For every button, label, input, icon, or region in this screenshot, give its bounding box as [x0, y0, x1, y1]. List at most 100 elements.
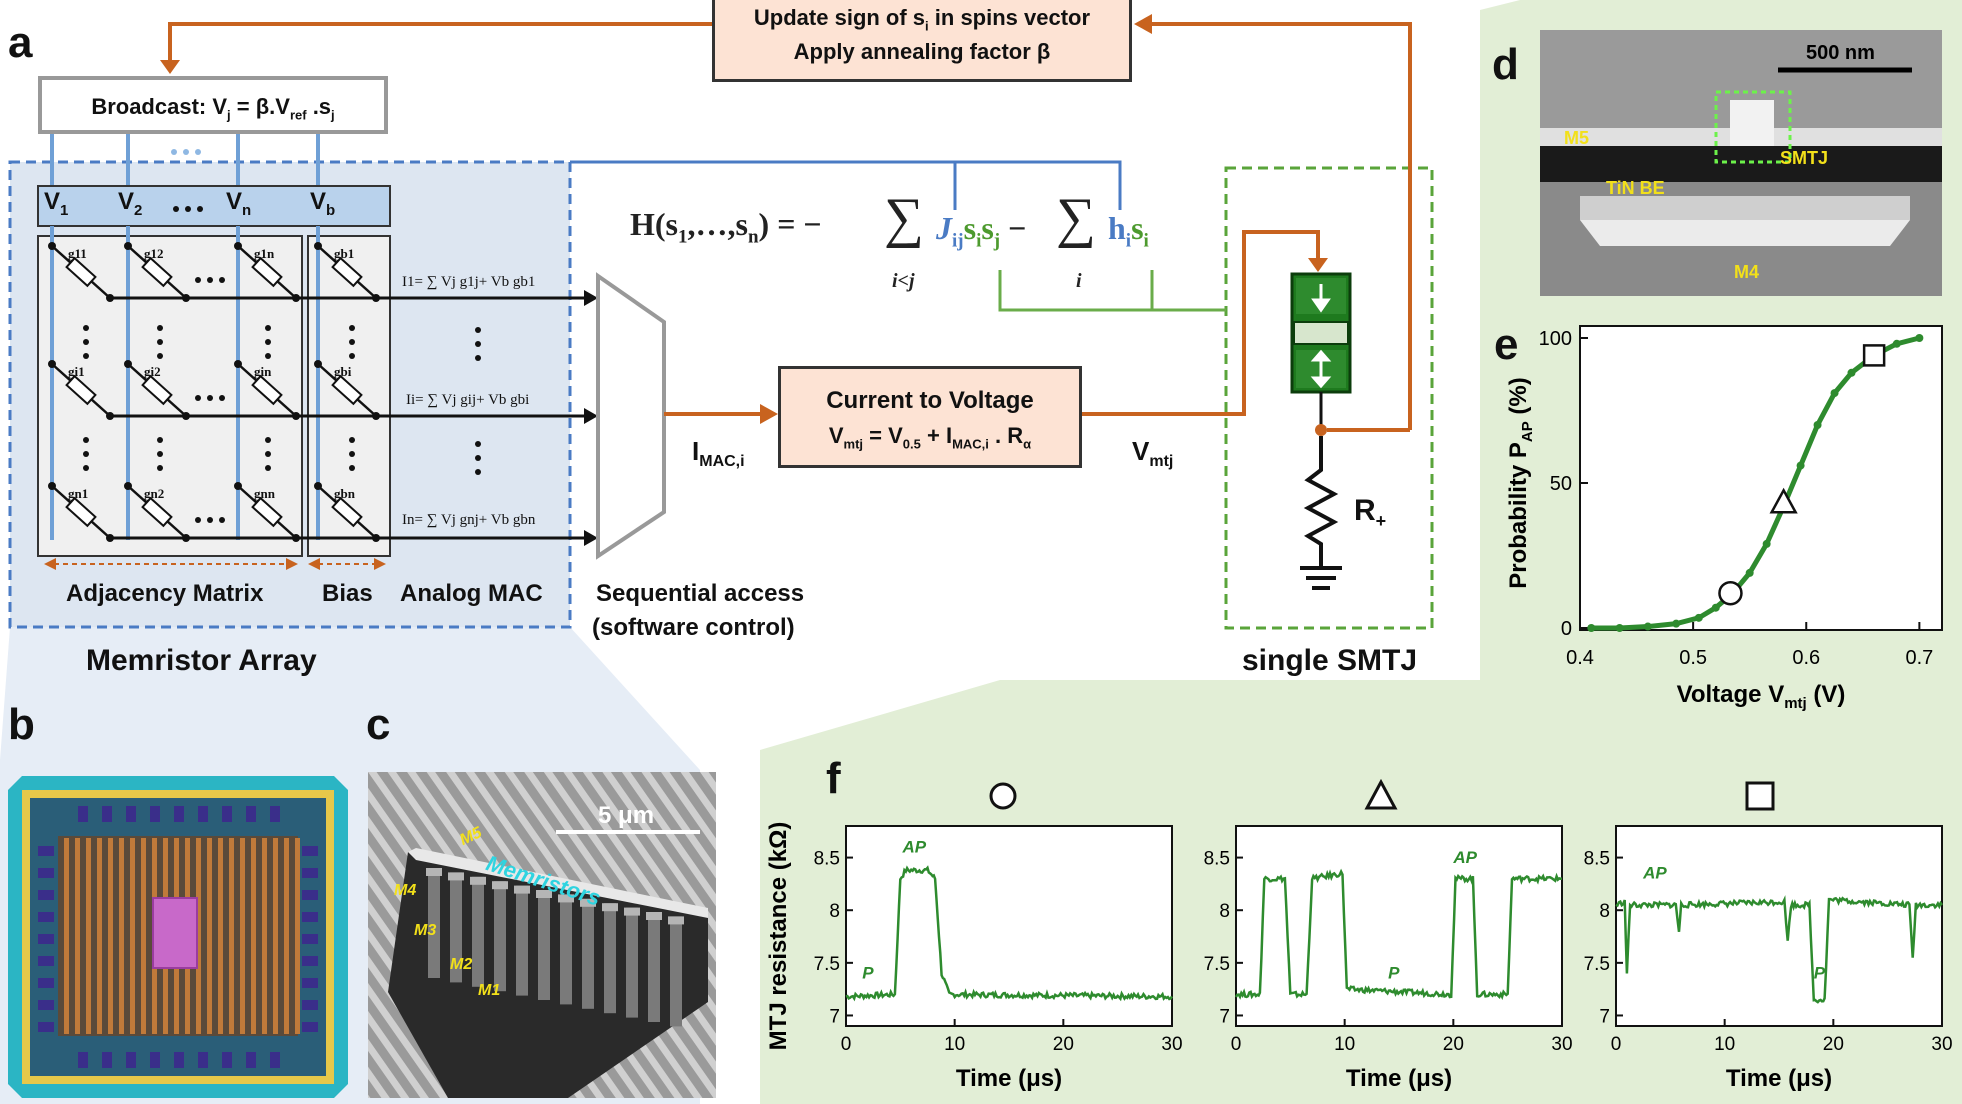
chip-drawing [8, 776, 348, 1098]
conductance-label: gb1 [334, 246, 355, 261]
scale-label-d: 500 nm [1806, 42, 1875, 64]
memristor-array-label: Memristor Array [86, 644, 317, 677]
r-plus-label: R+ [1354, 494, 1387, 531]
smtj-border [1224, 166, 1434, 630]
sum-index-ij: i<j [892, 270, 915, 292]
memristor-node [292, 534, 300, 542]
tem-drawing [1540, 30, 1942, 296]
y-tick-label: 8 [1219, 901, 1230, 922]
conductance-label: gn1 [68, 486, 89, 501]
tem-label-m4: M4 [1734, 262, 1760, 282]
x-axis-label: Voltage Vmtj (V) [1677, 681, 1846, 712]
x-tick-label: 0.6 [1792, 647, 1820, 669]
memristor-node [106, 534, 114, 542]
memristor-body [141, 256, 173, 288]
memristor-body [65, 374, 97, 406]
state-label: P [1388, 964, 1400, 983]
state-label: P [1814, 964, 1826, 983]
conductance-label: gbn [334, 486, 355, 501]
memristor-body [251, 256, 283, 288]
memristor-node [106, 294, 114, 302]
y-tick-label: 50 [1550, 473, 1572, 495]
memristor-node [182, 534, 190, 542]
panel-label-f: f [826, 754, 841, 803]
sequential-access-label: Sequential access [596, 580, 805, 607]
memristor-body [251, 496, 283, 528]
conductance-label: g11 [68, 246, 87, 261]
current-label-n: In= ∑ Vj gnj+ Vb gbn [402, 512, 536, 528]
x-tick-label: 0.7 [1905, 647, 1933, 669]
analog-mac-label: Analog MAC [400, 580, 543, 607]
data-point [1672, 619, 1681, 628]
current-label-i: Ii= ∑ Vj gij+ Vb gbi [406, 392, 530, 408]
vmtj-label: Vmtj [1132, 436, 1174, 471]
memristor-body [331, 256, 363, 288]
coupling-term: Jijsisj − [936, 210, 1027, 252]
c2v-title: Current to Voltage [826, 387, 1034, 414]
imac-label: IMAC,i [692, 436, 745, 471]
tem-label-m5: M5 [1564, 128, 1590, 148]
green-link [998, 270, 1226, 312]
y-tick-label: 0 [1561, 618, 1572, 640]
y-tick-label: 100 [1539, 328, 1572, 350]
layer-m1: M1 [478, 982, 501, 999]
memristor-body [65, 496, 97, 528]
x-axis-label: Time (μs) [1726, 1065, 1832, 1092]
circle-marker-title [989, 782, 1017, 810]
broadcast-wires [50, 134, 320, 186]
software-control-label: (software control) [592, 614, 795, 641]
sum-symbol-2: ∑ [1056, 187, 1096, 249]
feedback-line-left [168, 22, 712, 62]
y-axis-label: Probability PAP (%) [1505, 377, 1536, 589]
triangle-marker [1769, 487, 1798, 514]
chip-micrograph [8, 776, 348, 1098]
imac-arrow-head [760, 404, 778, 424]
y-tick-label: 8.5 [1584, 849, 1610, 870]
layer-m2: M2 [450, 956, 473, 973]
x-tick-label: 20 [1053, 1034, 1074, 1055]
vmtj-arrow-head [1308, 258, 1328, 272]
sem-drawing [368, 772, 716, 1098]
update-box: Update sign of si in spins vector Apply … [712, 0, 1132, 82]
x-tick-label: 0 [1611, 1034, 1622, 1055]
plot-frame [1579, 325, 1943, 631]
panel-label-b: b [8, 700, 35, 749]
y-tick-label: 7.5 [814, 954, 840, 975]
data-point [1587, 624, 1596, 632]
memristor-body [331, 496, 363, 528]
x-tick-label: 10 [1714, 1034, 1735, 1055]
trace-frame [1235, 825, 1563, 1027]
data-point [1813, 421, 1822, 429]
x-tick-label: 10 [944, 1034, 965, 1055]
tem-image: 500 nm M5 SMTJ TiN BE M4 [1540, 30, 1942, 296]
vmtj-line [1082, 230, 1320, 416]
y-tick-label: 7.5 [1204, 954, 1230, 975]
broadcast-text: Broadcast: Vj = β.Vref .sj [91, 94, 335, 123]
y-tick-label: 8.5 [1204, 849, 1230, 870]
layer-m3: M3 [414, 922, 437, 939]
state-label: AP [902, 837, 927, 856]
update-line-2: Apply annealing factor β [793, 39, 1051, 64]
resistor-r-plus [1303, 436, 1339, 566]
update-line-1: Update sign of si in spins vector [753, 5, 1091, 34]
resistance-trace [1615, 895, 1943, 1004]
current-label-1: I1= ∑ Vj g1j+ Vb gb1 [402, 274, 536, 290]
conductance-label: gnn [254, 486, 275, 501]
data-point [1711, 603, 1720, 612]
x-axis-label: Time (μs) [956, 1065, 1062, 1092]
y-tick-label: 7.5 [1584, 954, 1610, 975]
panel-label-a: a [8, 18, 33, 67]
memristor-body [141, 496, 173, 528]
voltage-label-1: V1 [44, 188, 69, 219]
c2v-formula: Vmtj = V0.5 + IMAC,i . Rα [828, 423, 1032, 452]
data-point [1796, 461, 1805, 470]
ground-symbol [1300, 566, 1342, 590]
square-marker-title [1745, 781, 1775, 811]
field-term: hisi [1108, 210, 1149, 252]
x-axis-label: Time (μs) [1346, 1065, 1452, 1092]
bias-label: Bias [322, 580, 373, 607]
smtj-barrier [1293, 321, 1349, 345]
